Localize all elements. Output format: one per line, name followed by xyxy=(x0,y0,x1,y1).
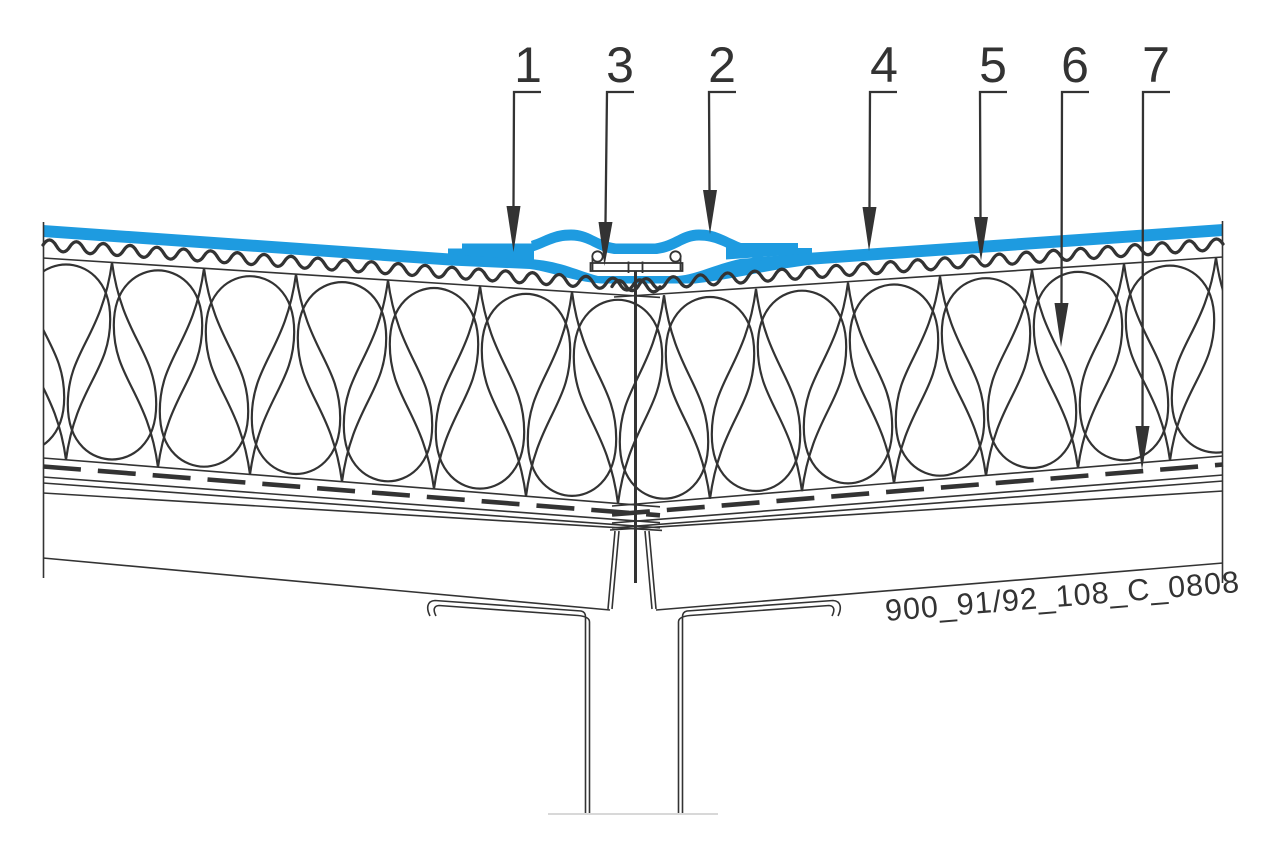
insulation-top-line-left xyxy=(42,257,661,299)
deck-rib-top-right xyxy=(609,490,1224,531)
insulation-bottom-line-right xyxy=(611,455,1224,507)
deck-top-line1-right xyxy=(611,474,1224,524)
insulation-loop xyxy=(1124,264,1216,461)
callout-4-number: 4 xyxy=(870,37,898,93)
callout-3-arrow-icon xyxy=(598,222,613,266)
insulation-loop xyxy=(43,263,112,460)
insulation-loop xyxy=(158,268,250,468)
insulation-loop xyxy=(848,283,940,484)
deck-bottom-flange-left xyxy=(42,557,611,611)
insulation-loop xyxy=(664,295,756,500)
callout-1-arrow-icon xyxy=(506,206,521,252)
separation-layer-wave-left xyxy=(41,238,662,294)
insulation-loop xyxy=(710,288,802,493)
insulation-loop xyxy=(618,295,710,500)
insulation-loop xyxy=(66,262,158,461)
insulation-loop xyxy=(296,280,388,482)
callout-2: 2 xyxy=(703,37,736,234)
callout-3-number: 3 xyxy=(606,37,634,93)
callout-6: 6 xyxy=(1054,37,1089,347)
insulation-loop xyxy=(894,276,986,477)
vapor-barrier-right xyxy=(611,462,1224,517)
insulation-loop xyxy=(388,286,480,490)
deck-rib-edge-right xyxy=(644,530,657,610)
callout-7-arrow-icon xyxy=(1135,426,1150,470)
deck-top-line2-right xyxy=(611,480,1224,529)
callout-2-number: 2 xyxy=(708,37,736,93)
insulation-loop xyxy=(112,269,204,468)
reference-code: 900_91/92_108_C_0808 xyxy=(884,565,1241,628)
insulation-loop xyxy=(342,279,434,483)
callout-5-leader xyxy=(978,90,1007,218)
insulation-top-line-right xyxy=(613,256,1224,298)
deck-top-line1-left xyxy=(42,476,661,524)
clamp-rail-ticks xyxy=(591,258,682,273)
insulation-loop xyxy=(480,292,572,497)
callout-2-arrow-icon xyxy=(703,190,717,234)
callout-1: 1 xyxy=(506,37,542,252)
clamp-rail-plate xyxy=(589,262,684,272)
insulation-loop xyxy=(756,289,848,492)
clamp-rolled-edge-right xyxy=(669,250,682,263)
deck-bottom-flange-right xyxy=(655,562,1224,611)
vapor-barrier-left xyxy=(42,464,661,518)
callout-6-arrow-icon xyxy=(1054,303,1069,347)
callout-6-leader xyxy=(1060,90,1089,304)
insulation-loop xyxy=(1078,263,1170,462)
beam-bracket-left xyxy=(426,599,591,813)
insulation-loop xyxy=(434,285,526,490)
callout-7-number: 7 xyxy=(1142,37,1170,93)
insulation-loop xyxy=(526,291,618,498)
callout-2-leader xyxy=(707,90,736,191)
callout-1-number: 1 xyxy=(514,37,542,93)
callout-1-leader xyxy=(512,90,541,208)
deck-rib-edge-left xyxy=(607,530,620,610)
callout-5-arrow-icon xyxy=(974,217,988,261)
insulation-loop xyxy=(802,282,894,485)
deck-rib-top-left xyxy=(42,492,663,532)
insulation-loop xyxy=(43,256,66,454)
callout-5-number: 5 xyxy=(979,37,1007,93)
callout-4-arrow-icon xyxy=(862,207,877,251)
insulation-loop xyxy=(986,269,1078,470)
beam-bracket-right xyxy=(677,599,842,813)
insulation-loop xyxy=(572,298,664,504)
membrane-overlap-left xyxy=(448,243,534,261)
insulation-loop xyxy=(1032,270,1124,469)
callout-4-leader xyxy=(868,90,897,208)
clamp-rolled-edge-left xyxy=(591,250,604,263)
insulation-hatch xyxy=(43,256,1223,504)
cover-strip xyxy=(531,229,764,261)
callout-7: 7 xyxy=(1135,37,1170,470)
callout-3: 3 xyxy=(598,37,634,266)
insulation-loop xyxy=(940,277,1032,476)
deck-top-line2-left xyxy=(42,482,661,529)
callout-7-leader xyxy=(1141,90,1170,427)
callout-6-number: 6 xyxy=(1061,37,1089,93)
callout-4: 4 xyxy=(862,37,898,251)
insulation-loop xyxy=(204,275,296,475)
callout-5: 5 xyxy=(974,37,1007,261)
separation-layer-wave-right xyxy=(610,237,1225,293)
insulation-bottom-line-left xyxy=(42,457,661,508)
insulation-loop xyxy=(1170,257,1223,454)
insulation-loop xyxy=(250,274,342,476)
callout-3-leader xyxy=(604,90,634,223)
